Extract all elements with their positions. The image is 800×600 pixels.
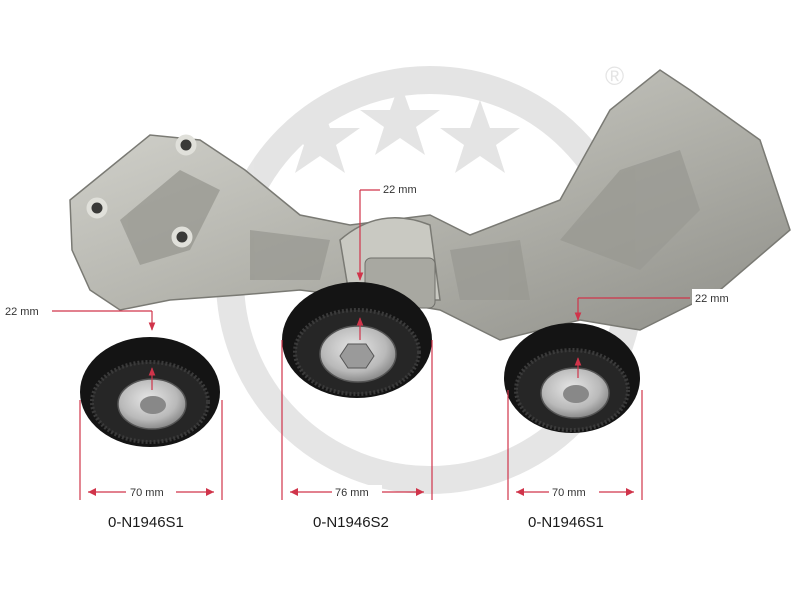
- part-number-middle: 0-N1946S2: [313, 514, 389, 531]
- dimension-labels: 22 mm 22 mm 22 mm 70 mm 76 mm 70 mm: [2, 180, 742, 499]
- mounting-hole: [86, 134, 197, 248]
- registered-mark: ®: [605, 61, 624, 91]
- pulley-left: [80, 337, 220, 447]
- dim-label-middle-width: 76 mm: [335, 487, 369, 499]
- dim-label-right-width: 70 mm: [552, 487, 586, 499]
- pulley-right: [504, 323, 640, 433]
- part-number-left: 0-N1946S1: [108, 514, 184, 531]
- dim-label-left-height: 22 mm: [5, 306, 39, 318]
- star-icon: [280, 82, 520, 173]
- bolt-head-icon: [339, 343, 375, 369]
- dim-label-middle-height: 22 mm: [383, 184, 417, 196]
- dim-label-left-width: 70 mm: [130, 487, 164, 499]
- part-number-right: 0-N1946S1: [528, 514, 604, 531]
- pulley-middle: [282, 282, 432, 398]
- dim-label-right-height: 22 mm: [695, 293, 729, 305]
